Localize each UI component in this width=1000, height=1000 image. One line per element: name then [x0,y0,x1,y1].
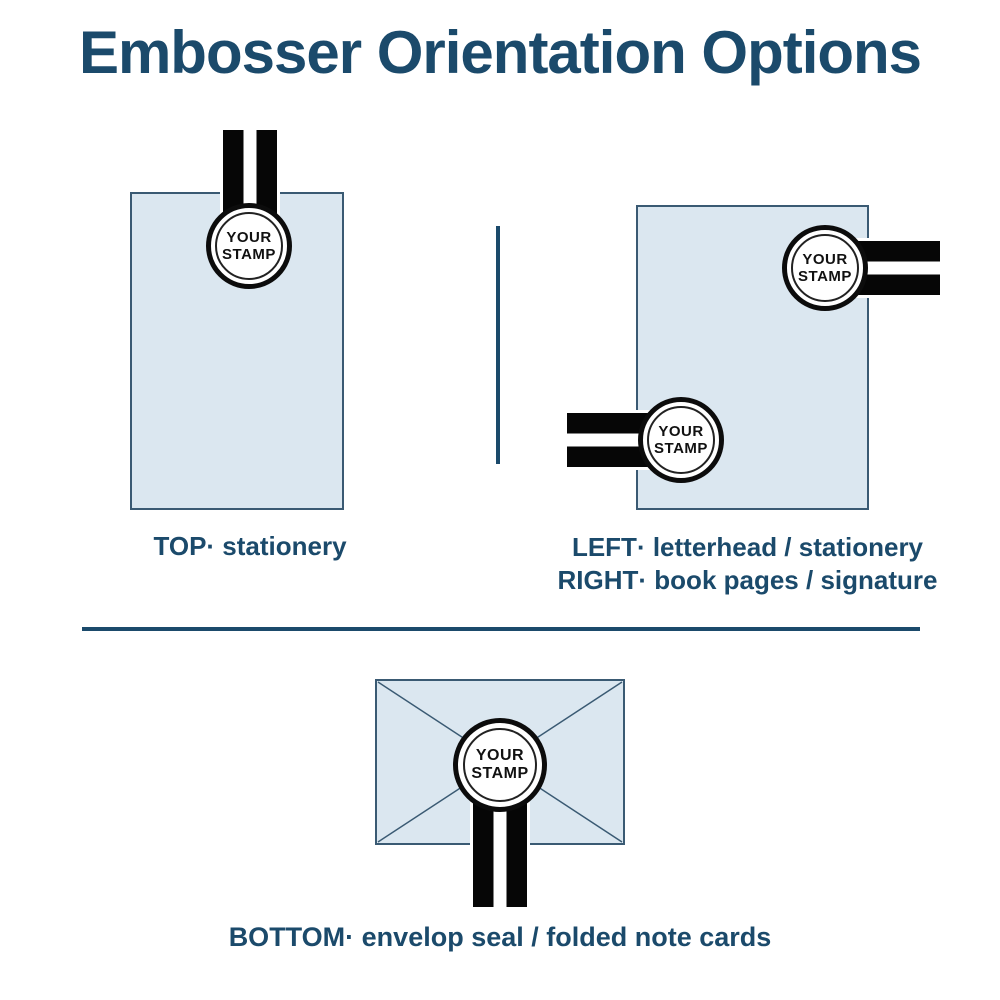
seal-text-right: YOUR STAMP [791,234,859,302]
seal-line1: YOUR [475,746,525,764]
embosser-seal-right-icon: YOUR STAMP [782,225,868,311]
page-title: Embosser Orientation Options [78,19,922,86]
seal-line1: YOUR [226,228,272,246]
caption-top-orientation: TOP· stationery [153,531,347,561]
caption-left-orientation: LEFT· letterhead / stationery [571,532,924,562]
seal-line2: STAMP [471,765,529,782]
seal-text-left: YOUR STAMP [647,406,715,474]
caption-bottom-orientation: BOTTOM· envelop seal / folded note cards [228,922,772,952]
horizontal-divider [82,627,920,631]
embosser-seal-top-icon: YOUR STAMP [206,203,292,289]
caption-right-orientation: RIGHT· book pages / signature [557,565,938,595]
seal-line1: YOUR [658,422,704,440]
embosser-seal-left-icon: YOUR STAMP [638,397,724,483]
embosser-seal-bottom-icon: YOUR STAMP [453,718,547,812]
seal-text-bottom: YOUR STAMP [463,728,537,802]
seal-line1: YOUR [802,250,848,268]
seal-line2: STAMP [222,246,276,263]
seal-text-top: YOUR STAMP [215,212,283,280]
seal-line2: STAMP [654,440,708,457]
vertical-divider [496,226,500,464]
caption-side-orientation: LEFT· letterhead / stationery RIGHT· boo… [505,531,990,597]
seal-line2: STAMP [798,268,852,285]
